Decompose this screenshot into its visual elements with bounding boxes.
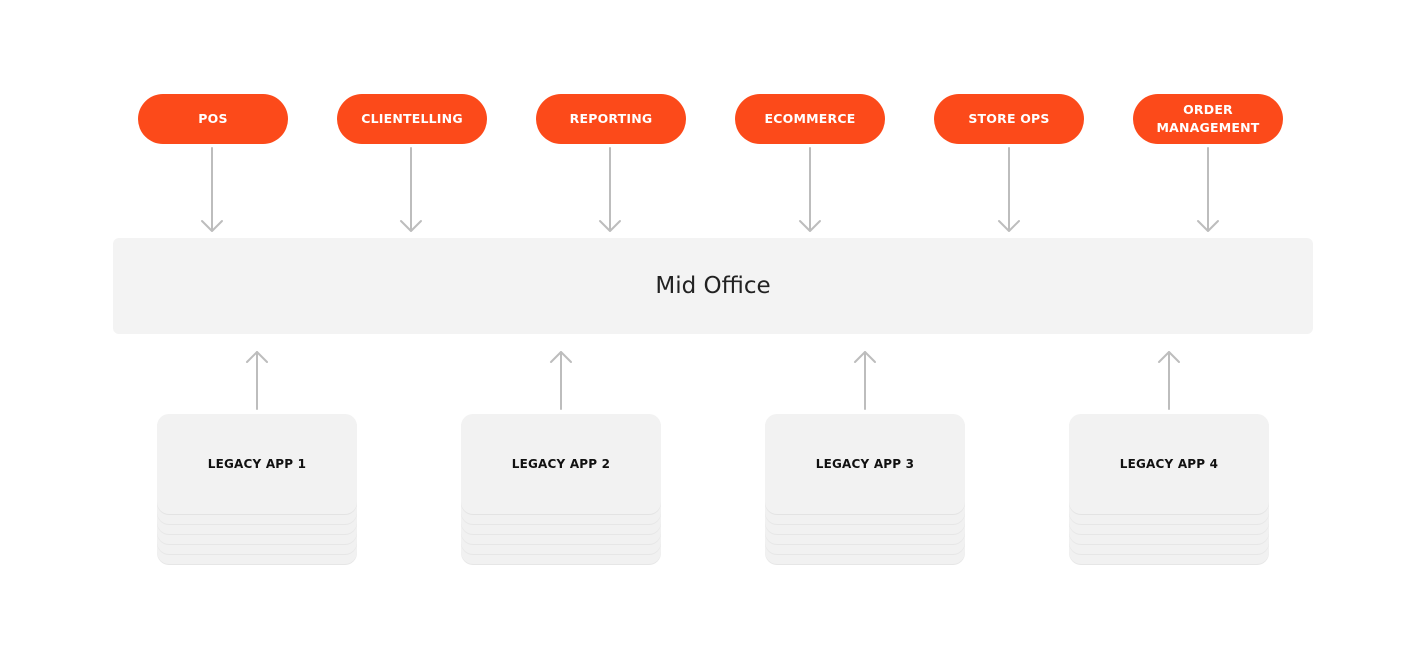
system-pill-order-management: ORDER MANAGEMENT [1133, 94, 1283, 144]
mid-office-label: Mid Office [655, 273, 771, 299]
legacy-app-card: LEGACY APP 4 [1069, 414, 1269, 514]
down-arrow-head-5 [998, 220, 1020, 232]
legacy-app-card: LEGACY APP 3 [765, 414, 965, 514]
down-arrow-head-4 [799, 220, 821, 232]
legacy-app-stack-4: LEGACY APP 4 [1069, 414, 1269, 564]
legacy-app-stack-2: LEGACY APP 2 [461, 414, 661, 564]
legacy-app-card: LEGACY APP 1 [157, 414, 357, 514]
mid-office-hub: Mid Office [113, 238, 1313, 334]
system-pill-pos: POS [138, 94, 288, 144]
legacy-app-label: LEGACY APP 3 [815, 457, 915, 471]
legacy-app-card: LEGACY APP 2 [461, 414, 661, 514]
legacy-app-label: LEGACY APP 2 [511, 457, 611, 471]
legacy-app-stack-1: LEGACY APP 1 [157, 414, 357, 564]
down-arrow-head-2 [400, 220, 422, 232]
down-arrow-head-1 [201, 220, 223, 232]
up-arrow-head-3 [854, 351, 876, 363]
system-pill-reporting: REPORTING [536, 94, 686, 144]
up-arrow-head-4 [1158, 351, 1180, 363]
system-pill-clientelling: CLIENTELLING [337, 94, 487, 144]
system-pill-store-ops: STORE OPS [934, 94, 1084, 144]
legacy-app-label: LEGACY APP 1 [207, 457, 307, 471]
up-arrow-head-2 [550, 351, 572, 363]
legacy-app-stack-3: LEGACY APP 3 [765, 414, 965, 564]
system-pill-ecommerce: ECOMMERCE [735, 94, 885, 144]
up-arrow-head-1 [246, 351, 268, 363]
down-arrow-head-6 [1197, 220, 1219, 232]
down-arrow-head-3 [599, 220, 621, 232]
legacy-app-label: LEGACY APP 4 [1119, 457, 1219, 471]
